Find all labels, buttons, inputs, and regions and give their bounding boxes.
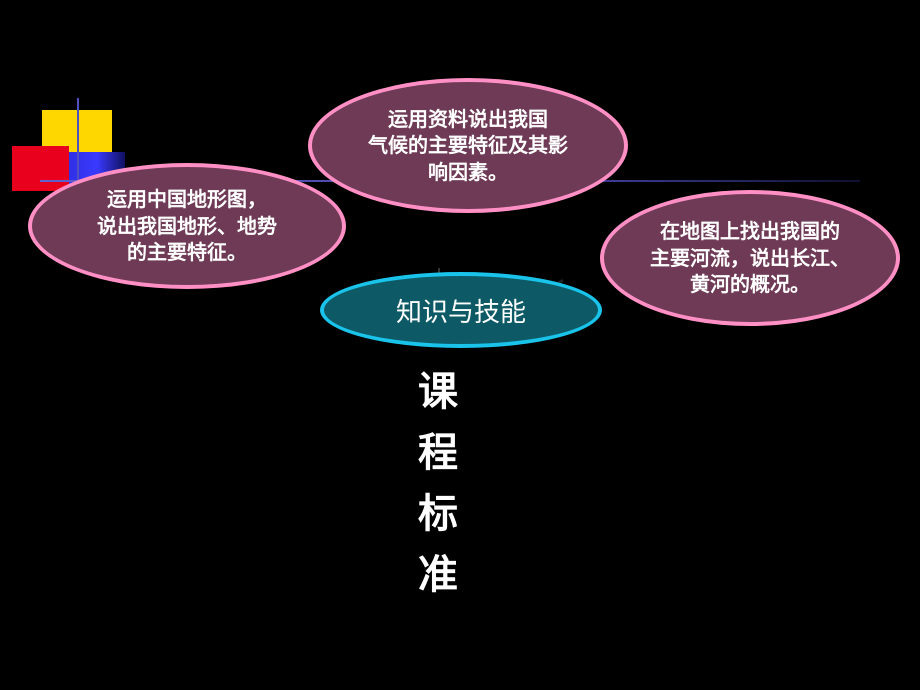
vertical-title: 课 程 标 准 — [413, 362, 463, 606]
center-label: 知识与技能 — [395, 297, 526, 328]
bubble-rivers-text: 在地图上找出我国的 主要河流，说出长江、 黄河的概况。 — [650, 219, 850, 297]
decor-vertical-line — [77, 98, 79, 198]
bubble-terrain-text: 运用中国地形图， 说出我国地形、地势 的主要特征。 — [97, 187, 277, 265]
title-char: 课 — [418, 369, 458, 415]
decor-red-square — [12, 146, 69, 191]
title-char: 程 — [418, 430, 458, 476]
bubble-terrain: 运用中国地形图， 说出我国地形、地势 的主要特征。 — [28, 163, 346, 289]
connector-mark-left — [438, 268, 445, 274]
center-knowledge-skills: 知识与技能 — [320, 272, 602, 348]
bubble-climate-text: 运用资料说出我国 气候的主要特征及其影 响因素。 — [368, 106, 568, 184]
bubble-rivers: 在地图上找出我国的 主要河流，说出长江、 黄河的概况。 — [600, 190, 900, 326]
title-char: 标 — [418, 491, 458, 537]
bubble-climate: 运用资料说出我国 气候的主要特征及其影 响因素。 — [308, 78, 628, 213]
title-char: 准 — [418, 552, 458, 598]
